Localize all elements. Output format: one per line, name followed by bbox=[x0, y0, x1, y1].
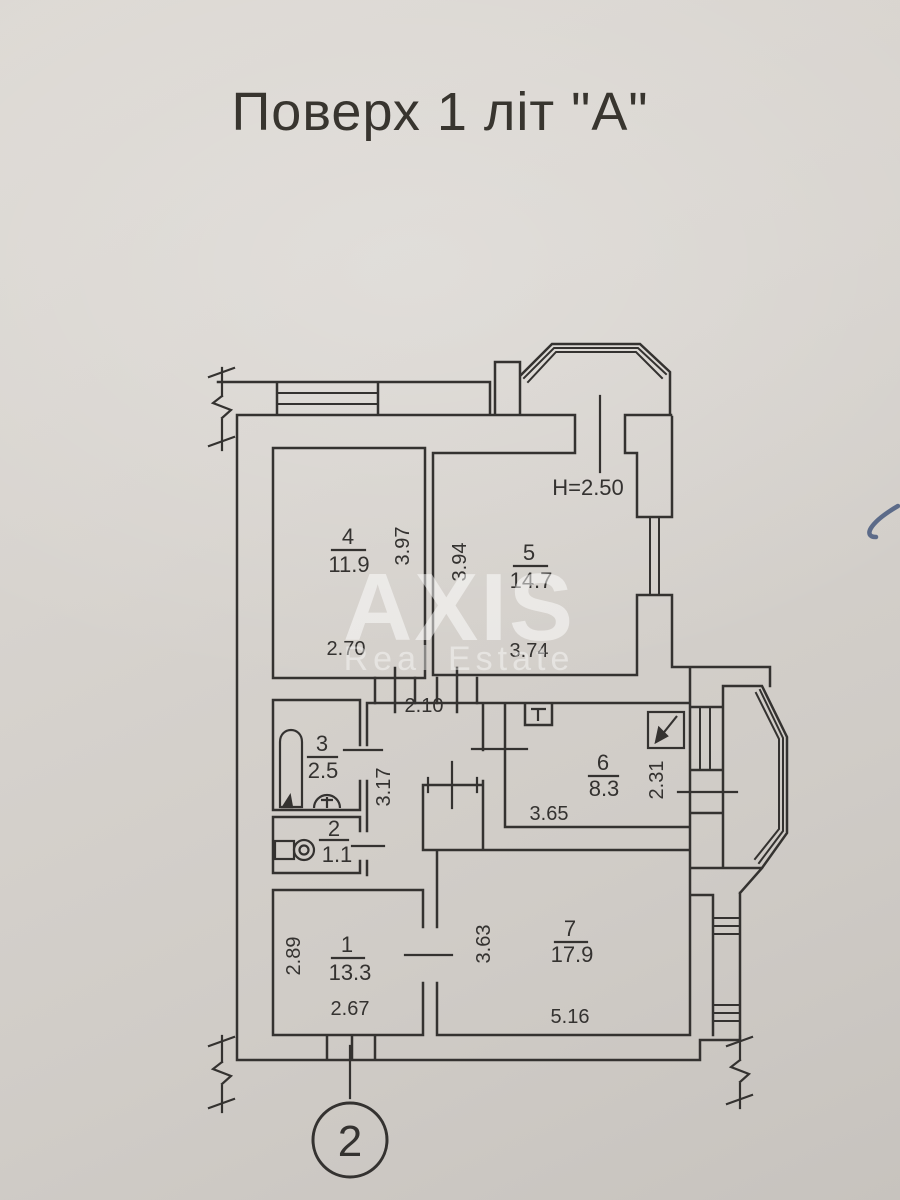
break-mark-top-left-icon bbox=[207, 366, 236, 452]
room-2-area: 1.1 bbox=[322, 842, 353, 867]
walls-group bbox=[207, 342, 789, 1114]
room-label-bars bbox=[306, 548, 620, 960]
dim-room6-depth: 2.31 bbox=[646, 761, 668, 800]
room-3-area: 2.5 bbox=[308, 758, 339, 783]
toilet-bowl-icon bbox=[292, 838, 316, 862]
watermark-brand: AXIS bbox=[343, 554, 575, 661]
bathtub-icon bbox=[278, 728, 304, 809]
dim-room4-depth: 3.97 bbox=[392, 527, 414, 566]
window-glazing-lines bbox=[276, 392, 741, 1022]
dim-room5-depth: 3.94 bbox=[449, 543, 471, 582]
vent-duct-icon bbox=[531, 707, 546, 721]
dim-room1-width: 2.67 bbox=[331, 998, 370, 1020]
room-6-area: 8.3 bbox=[589, 776, 620, 801]
dim-corridor-depth: 3.17 bbox=[373, 768, 395, 807]
watermark-tagline: Real Estate bbox=[344, 640, 575, 678]
page-title: Поверх 1 літ "А" bbox=[231, 82, 649, 142]
dim-corridor-width: 2.10 bbox=[405, 695, 444, 717]
dim-room1-depth: 2.89 bbox=[283, 937, 305, 976]
electric-panel-icon bbox=[646, 710, 686, 750]
break-mark-bottom-right-icon bbox=[725, 1034, 754, 1110]
room-3-number: 3 bbox=[316, 731, 328, 756]
door-axis-marks bbox=[342, 394, 739, 1100]
room-1-area: 13.3 bbox=[329, 960, 372, 985]
fixtures-group bbox=[273, 707, 686, 1179]
dim-room7-depth: 3.63 bbox=[473, 925, 495, 964]
room-4-number: 4 bbox=[342, 524, 354, 549]
wall-lines bbox=[216, 342, 789, 1062]
toilet-tank-icon bbox=[273, 839, 296, 861]
lightning-arrow-icon bbox=[654, 725, 669, 745]
room-6-number: 6 bbox=[597, 750, 609, 775]
sink-icon bbox=[312, 793, 342, 809]
dim-room4-width: 2.70 bbox=[327, 638, 366, 660]
dim-room5-width: 3.74 bbox=[510, 640, 549, 662]
room-5-area: 14.7 bbox=[510, 568, 553, 593]
room-4-area: 11.9 bbox=[328, 552, 369, 577]
section-marker-number: 2 bbox=[338, 1117, 362, 1166]
room-5-number: 5 bbox=[523, 540, 535, 565]
toilet-bowl-inner-icon bbox=[298, 844, 310, 856]
room-7-area: 17.9 bbox=[551, 942, 594, 967]
section-marker-circle bbox=[311, 1101, 389, 1179]
dim-room7-width: 5.16 bbox=[551, 1006, 590, 1028]
break-mark-bottom-left-icon bbox=[207, 1034, 236, 1114]
room-1-number: 1 bbox=[341, 932, 353, 957]
labels-group: 4 11.9 3.97 2.70 5 14.7 3.94 3.74 H=2.50… bbox=[283, 475, 668, 1166]
room-2-number: 2 bbox=[328, 816, 340, 841]
pen-mark bbox=[867, 503, 900, 540]
dim-room6-width: 3.65 bbox=[530, 803, 569, 825]
door-opening-jambs bbox=[373, 666, 479, 714]
ceiling-height-label: H=2.50 bbox=[552, 475, 624, 500]
bathtub-drain-icon bbox=[280, 793, 294, 809]
watermark: AXIS Real Estate bbox=[343, 554, 575, 678]
room-7-number: 7 bbox=[564, 916, 576, 941]
balcony-glazing bbox=[522, 347, 784, 865]
